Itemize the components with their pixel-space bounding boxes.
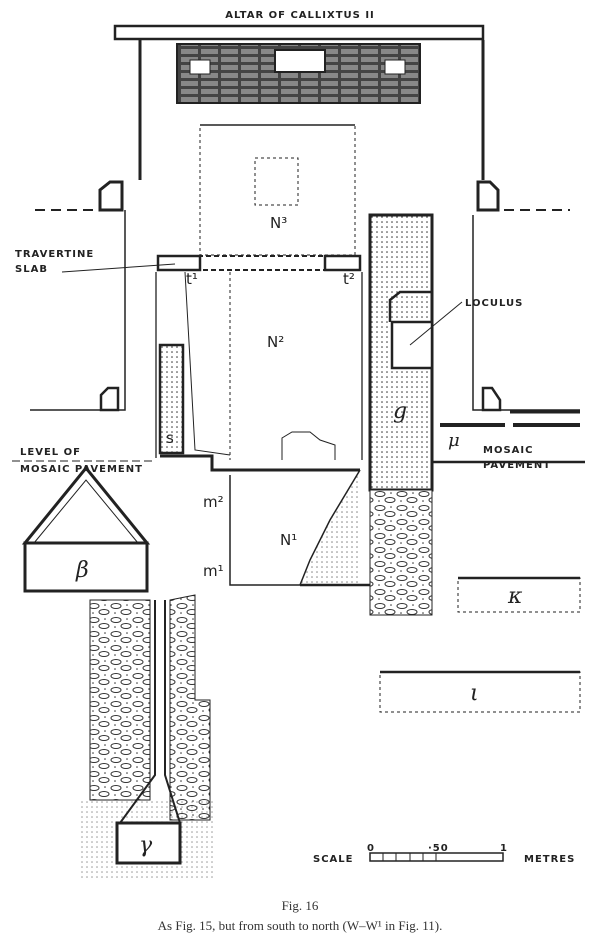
label-pavement-right: PAVEMENT	[483, 460, 551, 471]
leader-line	[61, 263, 176, 273]
altar-recess	[189, 59, 211, 75]
pillar-left	[98, 180, 124, 212]
figure-caption: As Fig. 15, but from south to north (W–W…	[158, 918, 443, 933]
structure-gamma	[115, 821, 182, 865]
travertine-slab	[157, 255, 361, 271]
scale-unit: METRES	[524, 854, 575, 865]
altar-niche	[274, 49, 326, 73]
label-m1: m¹	[203, 562, 224, 580]
structure-beta	[23, 541, 149, 593]
scale-bar: SCALE 0 ·50 1 METRES	[313, 843, 575, 865]
altar-recess	[384, 59, 406, 75]
label-mosaic-pavement-left: MOSAIC PAVEMENT	[20, 464, 143, 475]
figure-number: Fig. 16	[282, 898, 319, 913]
crack-line	[184, 271, 231, 456]
scale-mid: ·50	[428, 843, 449, 854]
structure-iota	[379, 671, 581, 713]
leader-line	[409, 301, 463, 346]
label-s: s	[166, 429, 174, 447]
label-t2: t²	[343, 270, 355, 288]
scale-label: SCALE	[313, 854, 353, 865]
label-mu: μ	[448, 430, 460, 451]
pillar-base-right	[481, 386, 502, 412]
niche-n1	[229, 469, 361, 586]
label-loculus: LOCULUS	[465, 298, 523, 309]
side-walls	[138, 40, 485, 180]
label-n3: N³	[270, 214, 287, 232]
scale-one: 1	[500, 843, 508, 854]
label-kappa: κ	[507, 584, 523, 609]
label-g: g	[393, 399, 407, 424]
scale-zero: 0	[367, 843, 375, 854]
label-beta: β	[75, 558, 89, 583]
label-m2: m²	[203, 493, 224, 511]
label-mosaic: MOSAIC	[483, 445, 533, 456]
mosaic-level-line	[160, 454, 360, 472]
loculus	[390, 320, 434, 370]
rubble-outline	[281, 431, 336, 460]
label-gamma: γ	[139, 833, 153, 858]
label-iota: ι	[470, 681, 479, 706]
rubble-g	[369, 489, 433, 616]
pillar-base-left	[99, 386, 120, 412]
structure-s	[158, 343, 185, 455]
masonry-right	[169, 594, 211, 821]
niche-n3	[199, 124, 356, 256]
label-t1: t¹	[186, 270, 198, 288]
altar-slab	[113, 24, 485, 41]
lower-walls	[30, 210, 580, 411]
label-travertine: TRAVERTINE	[15, 249, 94, 260]
niche-n3-inner	[254, 157, 299, 206]
pillar-right	[476, 180, 500, 212]
masonry-left	[89, 599, 151, 801]
label-n1: N¹	[280, 531, 297, 549]
label-n2: N²	[267, 333, 284, 351]
label-slab: SLAB	[15, 264, 48, 275]
altar-label: ALTAR OF CALLIXTUS II	[225, 10, 375, 21]
label-level-of: LEVEL OF	[20, 447, 81, 458]
